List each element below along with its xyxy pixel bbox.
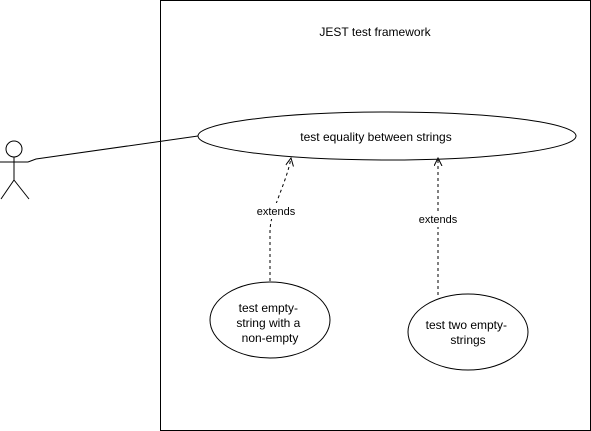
use-case-label-line: string with a: [236, 316, 300, 330]
extend-label-right-bg: [415, 211, 461, 227]
use-case-label-line: test two empty-: [426, 318, 507, 332]
actor-left-leg: [0, 179, 15, 200]
system-title: JEST test framework: [319, 25, 431, 39]
actor-head: [5, 140, 23, 158]
use-case-label: test empty- string with a non-empty: [236, 301, 303, 345]
use-case-ellipse: [209, 281, 331, 359]
use-case-two-empty-strings[interactable]: test two empty- strings: [407, 293, 529, 371]
extend-label-right: extends: [419, 214, 458, 226]
use-case-ellipse: [407, 293, 529, 371]
use-case-label: test two empty- strings: [426, 318, 511, 347]
use-case-label: test equality between strings: [300, 130, 451, 144]
use-case-label-line: test empty-: [239, 301, 298, 315]
extend-label-left: extends: [257, 206, 296, 218]
use-case-test-equality[interactable]: test equality between strings: [197, 111, 577, 161]
use-case-label-line: non-empty: [242, 331, 299, 345]
actor-right-leg: [13, 179, 30, 200]
association-actor-main: [27, 135, 199, 163]
use-case-ellipse: [197, 111, 577, 161]
extend-label-left-bg: [253, 203, 299, 219]
use-case-label-line: strings: [450, 333, 485, 347]
extend-arrow-left: [269, 158, 291, 281]
actor[interactable]: [0, 140, 30, 200]
use-case-empty-vs-nonempty[interactable]: test empty- string with a non-empty: [209, 281, 331, 359]
system-boundary: [160, 0, 591, 431]
